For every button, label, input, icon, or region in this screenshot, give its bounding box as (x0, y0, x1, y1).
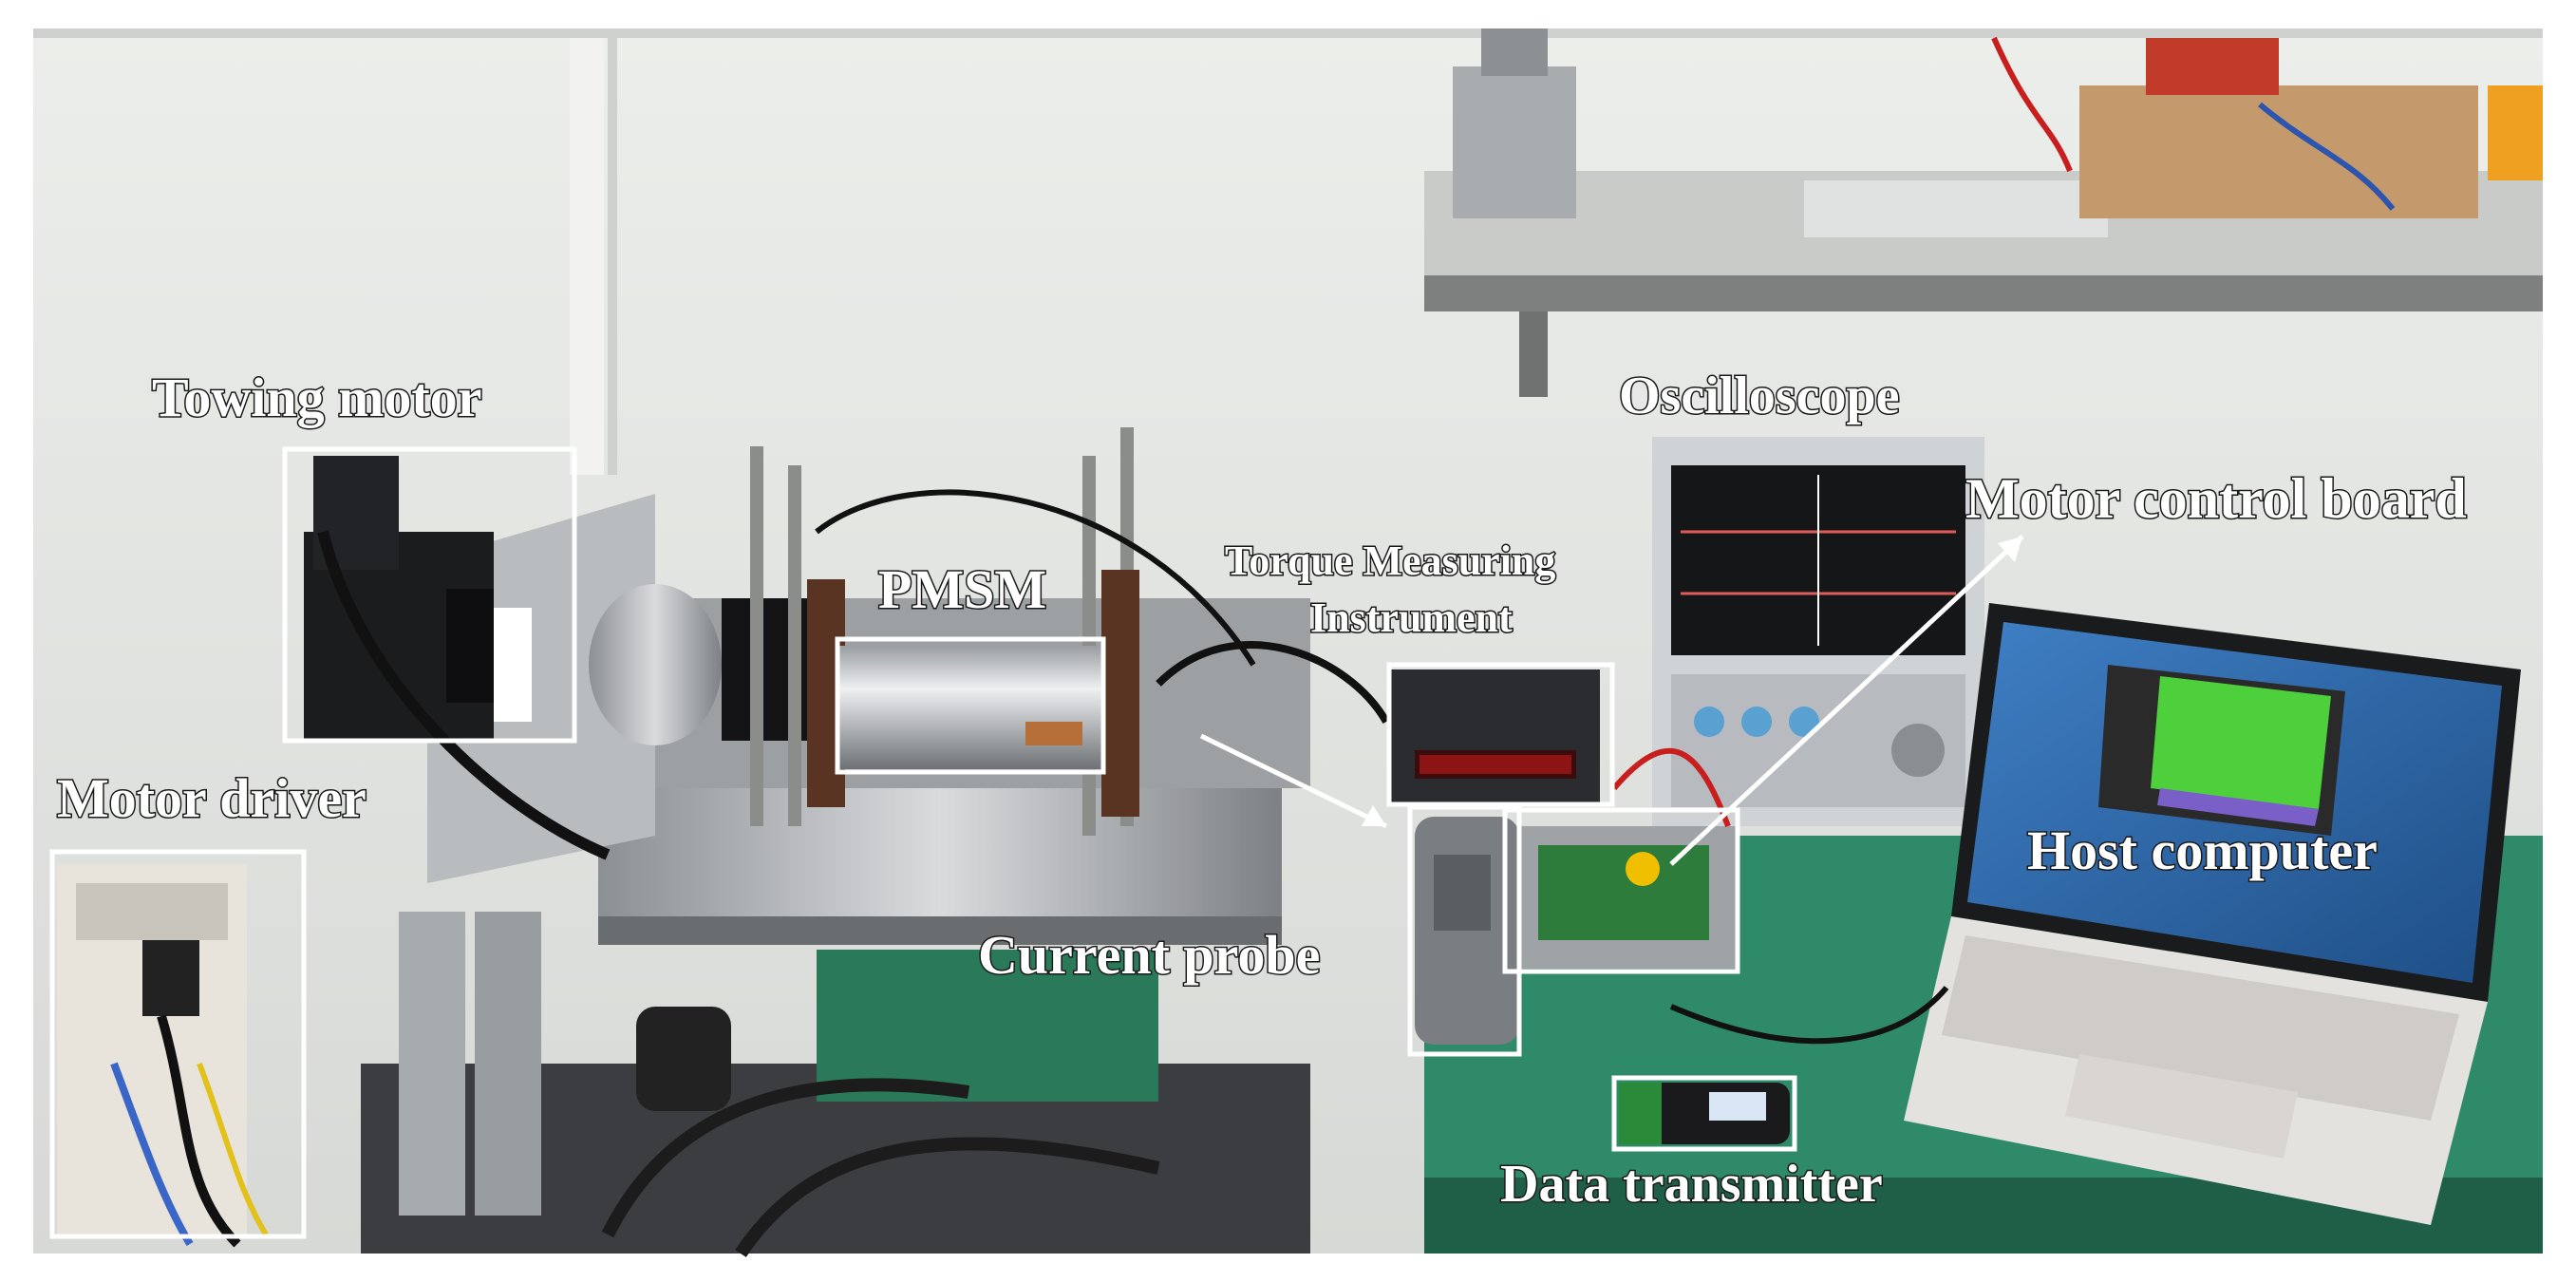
shelf (1424, 28, 2543, 397)
pmsm-arrow (1199, 733, 1388, 829)
current-probe-box (1407, 804, 1522, 1057)
host-computer-laptop (1669, 603, 2521, 1225)
callout-arrows (1199, 535, 2024, 866)
torque-instrument-box (1386, 662, 1615, 807)
oscilloscope (1652, 437, 1984, 826)
label-pmsm: PMSM (878, 558, 1046, 620)
label-data-transmitter: Data transmitter (1500, 1155, 1883, 1214)
control-board-box (1502, 807, 1740, 974)
torque-instrument (1391, 669, 1600, 802)
label-current-probe: Current probe (978, 924, 1320, 986)
pmsm-box (835, 636, 1106, 775)
pmsm-motor (750, 427, 1390, 836)
label-torque-line1: Torque Measuring (1225, 537, 1555, 584)
data-transmitter-box (1611, 1075, 1797, 1152)
towing-motor-box (282, 446, 577, 744)
motor-driver-unit (57, 864, 269, 1248)
label-oscilloscope: Oscilloscope (1619, 367, 1900, 425)
label-motor-control-board: Motor control board (1965, 467, 2467, 530)
label-torque-line2: Instrument (1310, 594, 1513, 641)
control-board (1510, 747, 1738, 969)
motor-driver-box (49, 849, 307, 1239)
callout-boxes (49, 446, 1797, 1239)
label-host-computer: Host computer (2027, 820, 2378, 881)
label-towing-motor: Towing motor (152, 367, 482, 428)
test-rig (361, 494, 1310, 1257)
current-probe (1415, 817, 1519, 1045)
labels: Towing motor PMSM Torque Measuring Instr… (56, 366, 2469, 1216)
label-motor-driver: Motor driver (57, 767, 367, 829)
data-transmitter (1619, 1083, 1790, 1144)
control-board-arrow (1669, 535, 2024, 866)
